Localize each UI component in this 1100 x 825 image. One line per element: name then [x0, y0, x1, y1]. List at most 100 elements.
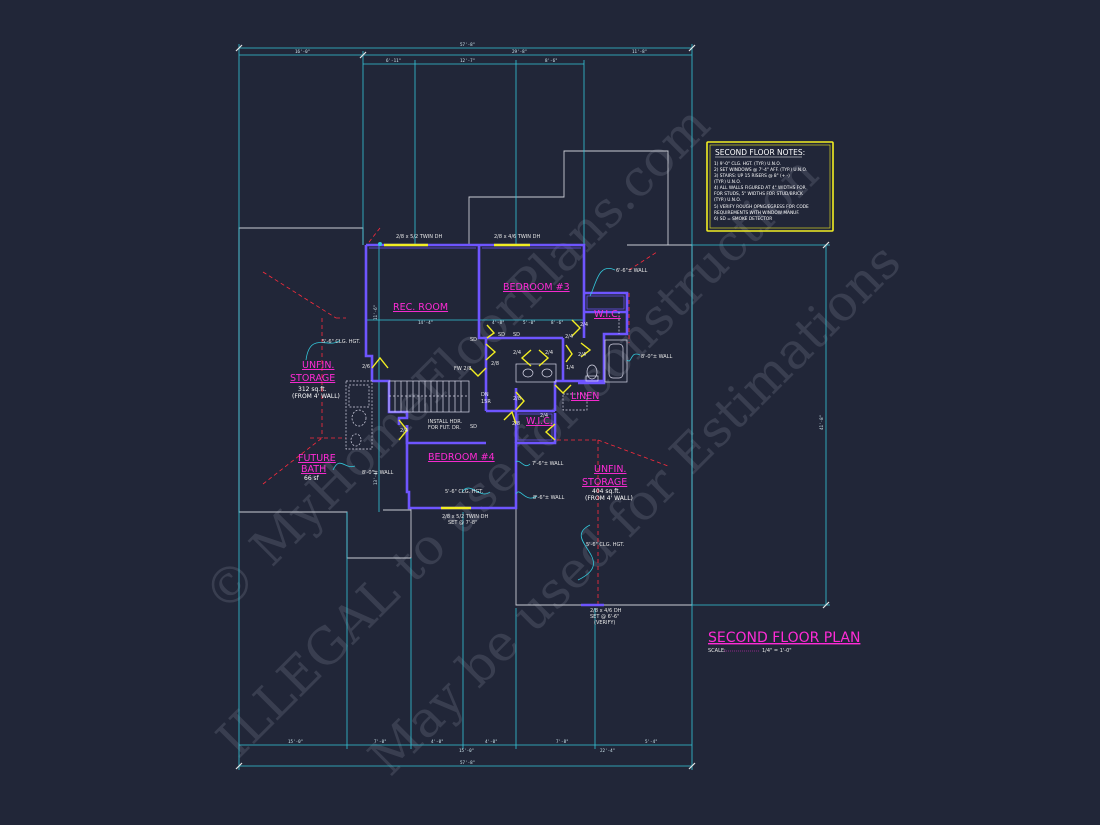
notes-line-2: 2) SET WINDOWS @ 7'-4" AFF. (TYP.) U.N.O…: [714, 167, 807, 173]
dim-right-overall: 41'-8": [819, 415, 824, 430]
wall-bath-note: 8'-0"± WALL: [641, 354, 672, 360]
door-24a: 2/4: [513, 350, 521, 356]
dim-bottom-b: 7'-0": [374, 739, 387, 744]
dimension-labels: 57'-8" 16'-0" 29'-8" 11'-8" 6'-11" 12'-7…: [288, 42, 824, 765]
fw-door: FW 2/8: [454, 366, 471, 372]
dim-bottom-e: 4'-0": [485, 739, 498, 744]
plan-title: SECOND FLOOR PLAN: [708, 630, 860, 646]
grid-marker-dot: [378, 242, 382, 246]
bedroom4-label: BEDROOM #4: [428, 452, 495, 463]
dim-bottom-h: 5'-4": [645, 739, 658, 744]
future-bath-2: BATH: [301, 464, 326, 475]
dim-top-sub1: 6'-11": [386, 58, 401, 63]
bed4-window-set: SET @ 7'-8": [448, 520, 477, 526]
storage-window-label: 2/8 x 4/6 DH: [590, 608, 622, 614]
second-floor-notes: SECOND FLOOR NOTES: 1) 9'-0" CLG. HGT. (…: [706, 141, 834, 232]
install-hdr-1: INSTALL HDR.: [428, 419, 463, 425]
notes-line-3: 3) STAIRS: UP 15 RISERS @ 8" (+ -): [714, 173, 790, 179]
dim-rec-width: 14'-4": [418, 320, 433, 325]
dim-bottom-a: 15'-0": [288, 739, 303, 744]
dim-top-left: 16'-0": [295, 49, 310, 54]
clg-storage-note: 5'-6" CLG. HGT.: [586, 542, 625, 548]
notes-line-8: 5) VERIFY ROUGH OPNG/EGRESS FOR CODE: [714, 204, 809, 210]
watermark: © MyHomeFloorPlans.com ILLEGAL to use fo…: [192, 95, 911, 787]
smoke-detector-4: SD: [470, 424, 477, 430]
linen-label: LINEN: [571, 391, 599, 402]
notes-line-4: (TYP.) U.N.O.: [714, 179, 741, 185]
dimension-ticks: [235, 44, 830, 770]
smoke-detector-3: SD: [470, 337, 477, 343]
wic1-label: W.I.C.: [594, 309, 621, 320]
wall-bed4b-note: 8'-6"± WALL: [533, 495, 564, 501]
bedroom3-label: BEDROOM #3: [503, 282, 570, 293]
plan-title-block: SECOND FLOOR PLAN SCALE: 1/4" = 1'-0": [708, 630, 860, 654]
unfin-storage-right-2: STORAGE: [582, 477, 627, 488]
stair-risers: 15R: [481, 399, 491, 405]
dim-top-sub3: 8'-6": [545, 58, 558, 63]
notes-line-6: FOR STUDS, 5" WIDTHS FOR STUD/BRICK: [714, 191, 803, 197]
wall-bed4-note: 7'-6"± WALL: [532, 461, 563, 467]
bed4-window-label: 2/8 x 5/2 TWIN DH: [442, 514, 488, 520]
door-14: 1/4: [566, 365, 574, 371]
smoke-detector-2: SD: [513, 332, 520, 338]
hall-bath-fixtures: [515, 312, 628, 411]
wall-left-note: 8'-0"± WALL: [362, 470, 393, 476]
door-24b: 2/4: [545, 350, 553, 356]
wic2-label: W.I.C.: [526, 416, 553, 427]
stair-dn: DN: [481, 392, 489, 398]
dim-top-overall: 57'-8": [460, 42, 475, 47]
door-24g: 2/4: [540, 413, 548, 419]
unfin-storage-left-note: (FROM 4' WALL): [292, 393, 340, 400]
door-24e: 2/4: [580, 322, 588, 328]
unfin-storage-left-area: 312 sq.ft.: [298, 386, 327, 393]
door-28a: 2/8: [491, 361, 499, 367]
notes-border: [706, 141, 834, 232]
roof-hip-lines: [262, 227, 669, 604]
notes-line-7: (TYP.) U.N.O.: [714, 197, 741, 203]
install-hdr-2: FOR FUT. DR.: [428, 425, 461, 431]
dim-top-mid: 29'-8": [512, 49, 527, 54]
notes-line-10: 6) SD = SMOKE DETECTOR: [714, 216, 772, 222]
clg-bed4-note: 5'-6" CLG. HGT.: [445, 489, 484, 495]
window-labels: 2/8 x 5/2 TWIN DH 2/8 x 4/6 TWIN DH 2/8 …: [396, 234, 622, 626]
notes-line-9: REQUIREMENTS WITH WINDOW MANUF.: [714, 210, 799, 216]
dim-bottom-c: 4'-0": [431, 739, 444, 744]
bed3-window-label: 2/8 x 4/6 TWIN DH: [494, 234, 540, 240]
unfin-storage-right-area: 404 sq.ft.: [592, 488, 621, 495]
dim-rec-left: 11'-6": [373, 305, 378, 320]
dim-top-right: 11'-8": [632, 49, 647, 54]
unfin-storage-right-1: UNFIN.: [594, 464, 626, 475]
notes-title: SECOND FLOOR NOTES:: [715, 148, 805, 157]
walls: [364, 243, 629, 510]
storage-window-set: SET @ 6'-6": [590, 614, 619, 620]
dim-bottom-g: 22'-4": [600, 748, 615, 753]
plan-scale-label: SCALE:: [708, 648, 726, 654]
future-bath-1: FUTURE: [298, 453, 336, 464]
callout-lines: [305, 267, 641, 581]
door-28b: 2/8: [513, 396, 521, 402]
dim-mid-b: 5'-0": [523, 320, 536, 325]
dim-top-sub2: 12'-7": [460, 58, 475, 63]
doors: [371, 319, 592, 441]
door-24d: 2/4: [565, 334, 573, 340]
dimension-lines: [238, 44, 830, 770]
plan-scale-value: 1/4" = 1'-0": [762, 648, 792, 654]
windows: [384, 243, 604, 607]
door-24c: 2/4: [578, 352, 586, 358]
annotations: 5'-6" CLG. HGT. 5'-6" CLG. HGT. 5'-6" CL…: [322, 268, 672, 548]
storage-window-verify: (VERIFY): [594, 620, 615, 626]
clg-left-note: 5'-6" CLG. HGT.: [322, 339, 361, 345]
dim-bottom-d: 15'-0": [459, 748, 474, 753]
rec-room-label: REC. ROOM: [393, 302, 448, 313]
unfin-storage-left-2: STORAGE: [290, 373, 335, 384]
unfin-storage-right-note: (FROM 4' WALL): [585, 495, 633, 502]
smoke-detector-1: SD: [498, 332, 505, 338]
room-labels: REC. ROOM BEDROOM #3 BEDROOM #4 W.I.C. W…: [290, 282, 633, 502]
dim-mid-a: 4'-8": [492, 320, 505, 325]
notes-inner-border: [709, 144, 831, 229]
wall-bed3-note: 6'-6"± WALL: [616, 268, 647, 274]
stairs: [388, 380, 470, 413]
door-24f: 2/4: [400, 428, 408, 434]
future-bath-fixtures: [345, 380, 373, 450]
